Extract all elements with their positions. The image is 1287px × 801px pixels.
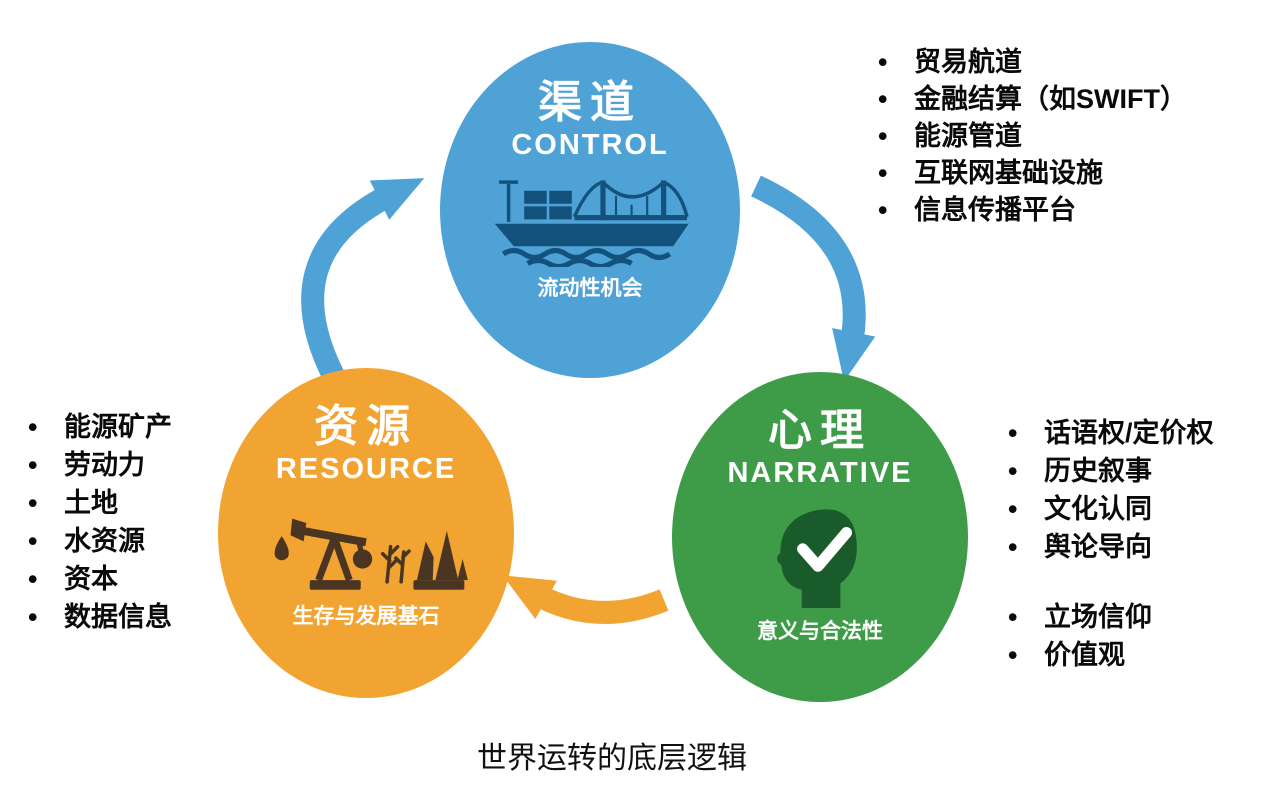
control-title-en: CONTROL — [511, 129, 669, 162]
list-item: 贸易航道 — [878, 44, 1187, 81]
list-item: 能源矿产 — [28, 408, 172, 446]
narrative-title-en: NARRATIVE — [727, 457, 913, 490]
head-checkmark-icon — [776, 508, 857, 608]
arrow-control-to-narrative — [751, 175, 876, 382]
resource-title-en: RESOURCE — [275, 453, 457, 486]
list-item: 文化认同 — [1008, 490, 1214, 528]
list-item: 资本 — [28, 560, 172, 598]
list-item: 价值观 — [1008, 636, 1152, 674]
list-item: 舆论导向 — [1008, 528, 1214, 566]
list-item: 能源管道 — [878, 118, 1187, 155]
control-bullet-list: 贸易航道 金融结算（如SWIFT） 能源管道 互联网基础设施 信息传播平台 — [878, 44, 1187, 229]
diagram-caption: 世界运转的底层逻辑 — [477, 742, 747, 775]
resource-bullet-list: 能源矿产 劳动力 土地 水资源 资本 数据信息 — [28, 408, 172, 636]
list-item: 金融结算（如SWIFT） — [878, 81, 1187, 118]
node-resource: 资源 RESOURCE — [218, 368, 514, 698]
resource-subtitle: 生存与发展基石 — [292, 604, 440, 628]
cargo-ship-bridge-icon — [494, 180, 689, 267]
node-narrative: 心理 NARRATIVE 意义与合法性 — [672, 372, 968, 702]
arrow-resource-to-control — [301, 178, 425, 394]
list-item: 水资源 — [28, 522, 172, 560]
list-item: 土地 — [28, 484, 172, 522]
narrative-subtitle: 意义与合法性 — [757, 619, 883, 643]
narrative-bullet-list-secondary: 立场信仰 价值观 — [1008, 598, 1152, 674]
arrow-narrative-to-resource — [502, 575, 669, 624]
control-title-zh: 渠道 — [538, 78, 642, 127]
narrative-bullet-list-primary: 话语权/定价权 历史叙事 文化认同 舆论导向 — [1008, 414, 1214, 566]
list-item: 数据信息 — [28, 598, 172, 636]
list-item: 劳动力 — [28, 446, 172, 484]
list-item: 历史叙事 — [1008, 452, 1214, 490]
node-control: 渠道 CONTROL — [440, 42, 740, 378]
oil-pump-wheat-crystals-icon — [274, 518, 468, 590]
narrative-title-zh: 心理 — [768, 406, 872, 455]
control-subtitle: 流动性机会 — [537, 276, 643, 300]
list-item: 互联网基础设施 — [878, 155, 1187, 192]
list-item: 信息传播平台 — [878, 192, 1187, 229]
list-item: 立场信仰 — [1008, 598, 1152, 636]
list-item: 话语权/定价权 — [1008, 414, 1214, 452]
resource-title-zh: 资源 — [314, 402, 418, 451]
